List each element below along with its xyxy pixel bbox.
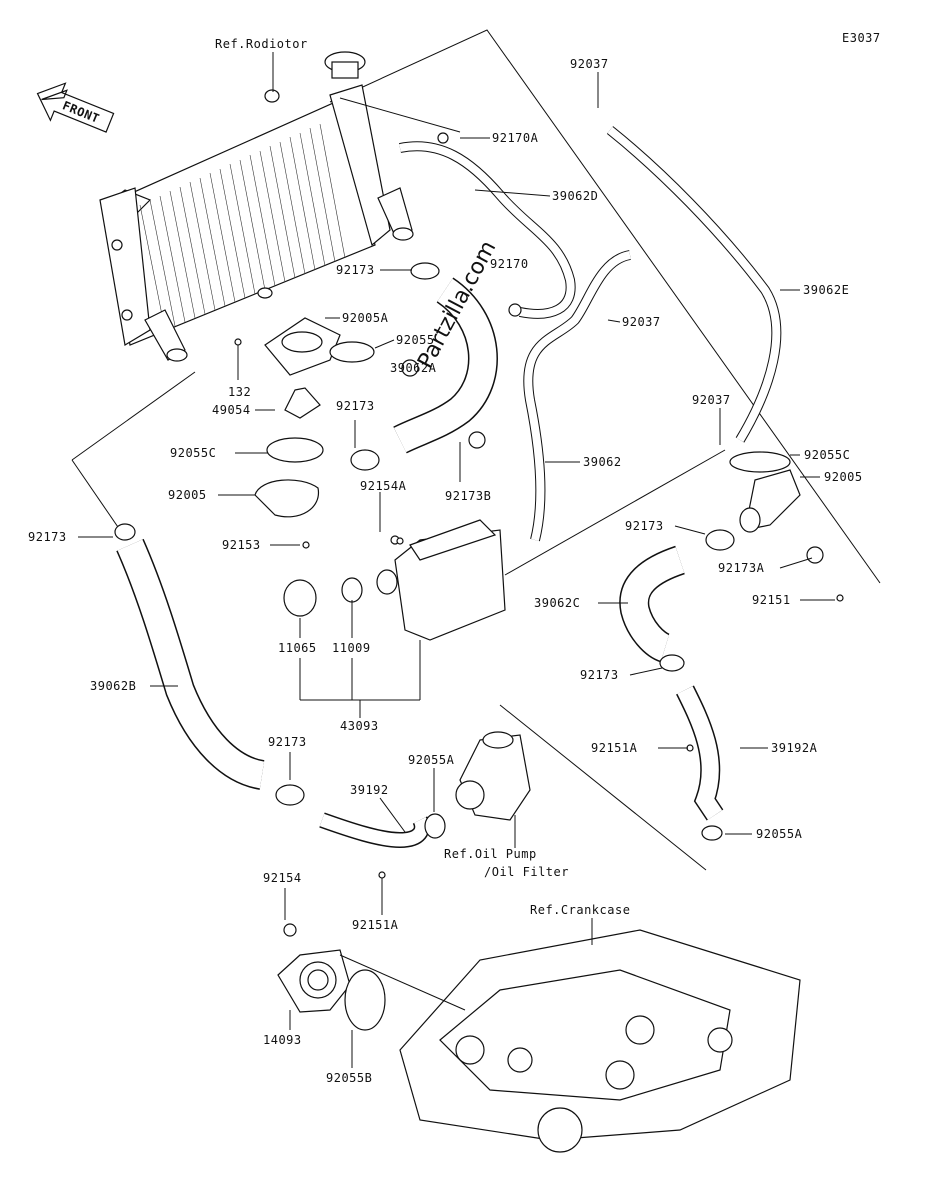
ref-crankcase: Ref.Crankcase xyxy=(530,903,630,917)
group-outline-mid xyxy=(504,449,726,576)
reservoir-tank xyxy=(283,519,506,641)
water-pump-cover xyxy=(277,923,351,1013)
part-92151: 92151 xyxy=(752,593,791,607)
part-92055b: 92055B xyxy=(326,1071,372,1085)
part-92153: 92153 xyxy=(222,538,261,552)
part-92173-e: 92173 xyxy=(580,668,619,682)
part-92037-mid: 92037 xyxy=(622,315,661,329)
part-92005-right: 92005 xyxy=(824,470,863,484)
clamp-92173-left xyxy=(114,523,136,541)
part-39192a: 39192A xyxy=(771,741,818,755)
part-92151a-bottom: 92151A xyxy=(352,918,399,932)
part-92055a-top: 92055A xyxy=(408,753,455,767)
crankcase xyxy=(399,929,801,1153)
part-92173a: 92173A xyxy=(718,561,765,575)
part-92037-right: 92037 xyxy=(692,393,731,407)
part-92151a-right: 92151A xyxy=(591,741,638,755)
clamp-92173-e xyxy=(659,654,685,672)
bolt-92151 xyxy=(836,594,844,602)
part-92170: 92170 xyxy=(490,257,529,271)
part-92154a: 92154A xyxy=(360,479,407,493)
clip-92170a xyxy=(437,132,449,144)
part-92055a-right: 92055A xyxy=(756,827,803,841)
part-39062b: 39062B xyxy=(90,679,136,693)
part-92170a: 92170A xyxy=(492,131,539,145)
oil-pump xyxy=(455,731,531,821)
part-92005-left: 92005 xyxy=(168,488,207,502)
part-92173-d: 92173 xyxy=(268,735,307,749)
group-outline-top xyxy=(329,29,881,584)
part-49054: 49054 xyxy=(212,403,251,417)
part-39062a: 39062A xyxy=(390,361,437,375)
part-39062d: 39062D xyxy=(552,189,598,203)
part-92055c-right: 92055C xyxy=(804,448,850,462)
oring-92055a xyxy=(424,813,446,839)
group-outline-left xyxy=(71,371,196,461)
group-outline-left2 xyxy=(71,459,121,531)
outlet-fitting-right xyxy=(705,451,824,564)
part-92055c-left: 92055C xyxy=(170,446,216,460)
thermostat-housing xyxy=(254,317,419,518)
ref-oil-pump: Ref.Oil Pump xyxy=(444,847,537,861)
part-92005a: 92005A xyxy=(342,311,389,325)
part-39062: 39062 xyxy=(583,455,622,469)
part-132: 132 xyxy=(228,385,251,399)
radiator xyxy=(99,51,414,362)
part-11009: 11009 xyxy=(332,641,371,655)
bracket-92173b xyxy=(468,431,486,449)
part-39062c: 39062C xyxy=(534,596,580,610)
part-43093: 43093 xyxy=(340,719,379,733)
ref-radiator: Ref.Rodiotor xyxy=(215,37,308,51)
leader-lines xyxy=(78,72,835,1068)
diagram-code: E3037 xyxy=(842,31,881,45)
bolt-132 xyxy=(234,338,242,346)
part-92173b: 92173B xyxy=(445,489,491,503)
bolt-92153 xyxy=(302,541,310,549)
part-39062e: 39062E xyxy=(803,283,849,297)
front-arrow-icon: FRONT xyxy=(36,82,115,133)
bolt-92151a-bottom xyxy=(378,871,386,879)
part-39192: 39192 xyxy=(350,783,389,797)
clamp-92173-a xyxy=(410,262,440,280)
ref-oil-filter: /Oil Filter xyxy=(484,865,569,879)
part-92173-c: 92173 xyxy=(625,519,664,533)
hose-39062d xyxy=(399,141,576,319)
part-92154: 92154 xyxy=(263,871,302,885)
part-92173-left: 92173 xyxy=(28,530,67,544)
part-92037-top: 92037 xyxy=(570,57,609,71)
part-92055: 92055 xyxy=(396,333,435,347)
part-92173-b: 92173 xyxy=(336,399,375,413)
bolt-92154a xyxy=(396,537,404,545)
oring-92055b xyxy=(344,969,386,1031)
part-14093: 14093 xyxy=(263,1033,302,1047)
part-92173-a: 92173 xyxy=(336,263,375,277)
clip-92170 xyxy=(508,303,522,317)
part-11065: 11065 xyxy=(278,641,317,655)
clamp-92173-d xyxy=(275,784,305,806)
oring-92055a-right xyxy=(701,825,723,841)
group-outline-bottom xyxy=(499,704,707,871)
